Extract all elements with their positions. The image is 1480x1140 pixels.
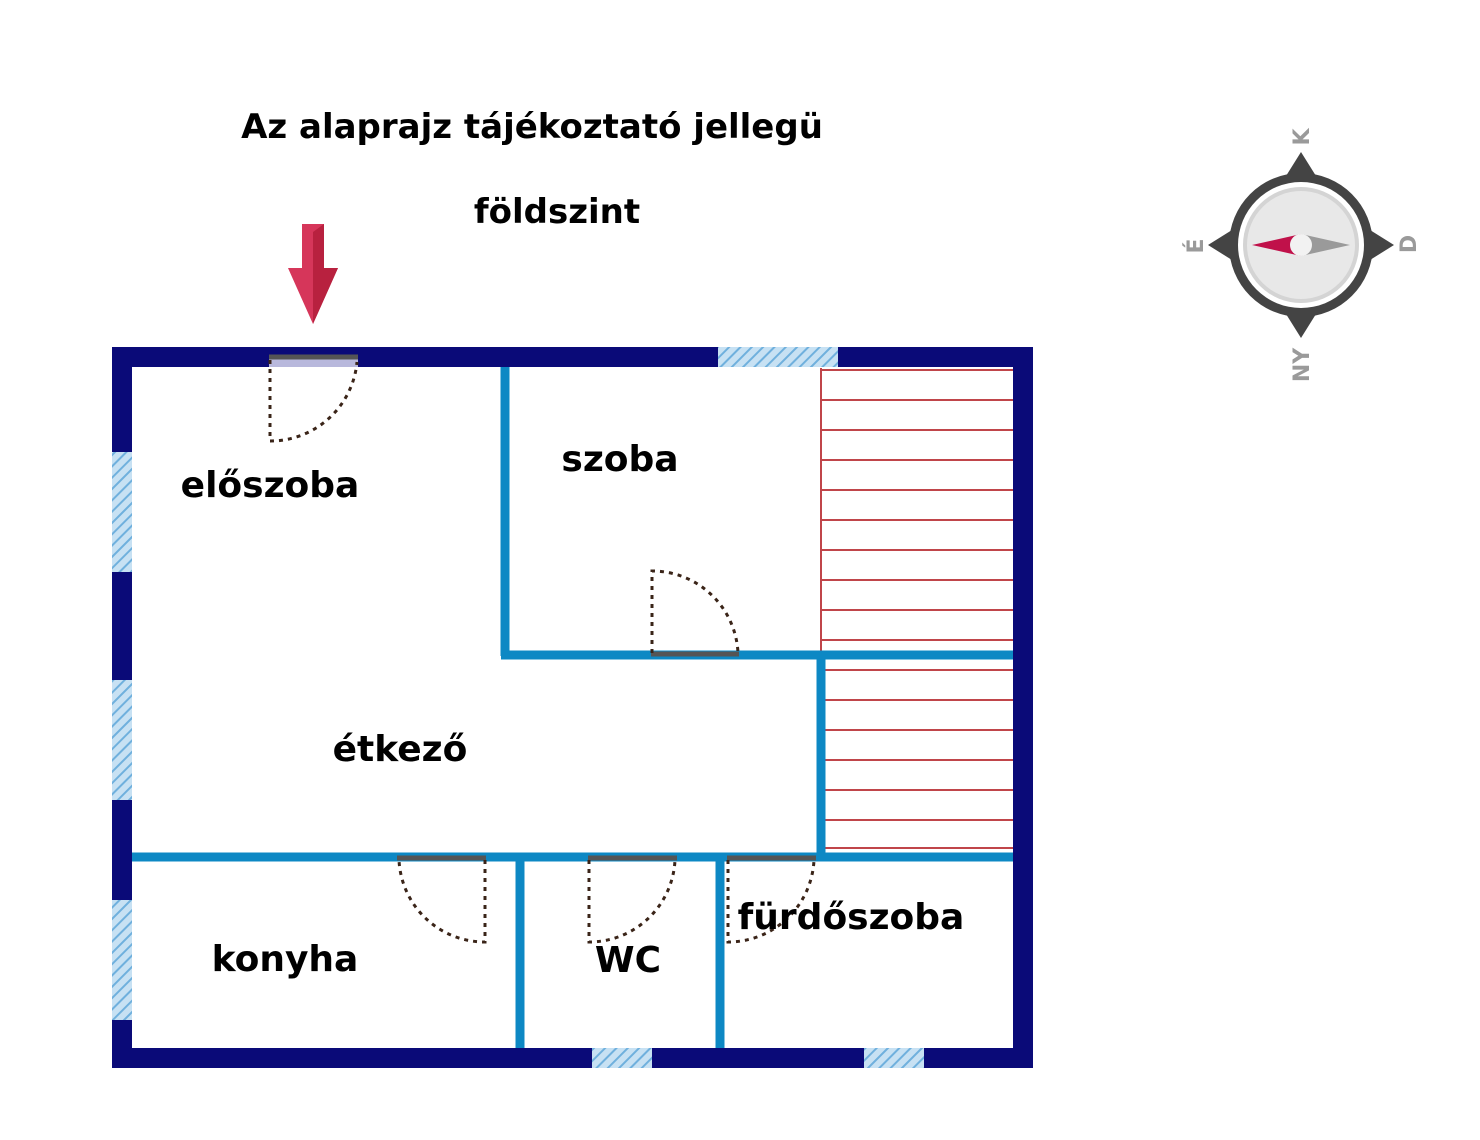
compass-label-west: NY <box>1290 347 1315 382</box>
room-label-konyha: konyha <box>212 939 359 980</box>
entrance-door <box>268 354 359 443</box>
floor-title: földszint <box>474 192 640 232</box>
room-label-etkezo: étkező <box>333 729 468 770</box>
window-icon <box>112 347 924 1068</box>
room-label-szoba: szoba <box>561 439 678 480</box>
outer-walls <box>112 347 1033 1068</box>
compass-icon <box>1208 152 1394 338</box>
compass-label-north: É <box>1183 238 1209 253</box>
staircase-icon <box>820 368 1013 849</box>
compass-label-south: D <box>1397 235 1422 253</box>
entrance-arrow-icon <box>288 224 338 324</box>
inner-walls <box>131 366 1014 1049</box>
disclaimer-title: Az alaprajz tájékoztató jellegü <box>241 107 823 147</box>
room-label-furdoszoba: fürdőszoba <box>738 897 965 938</box>
room-label-eloszoba: előszoba <box>181 465 360 506</box>
compass-label-east: K <box>1290 128 1315 146</box>
door-swing-icon <box>397 569 816 944</box>
room-label-wc: WC <box>595 940 661 981</box>
